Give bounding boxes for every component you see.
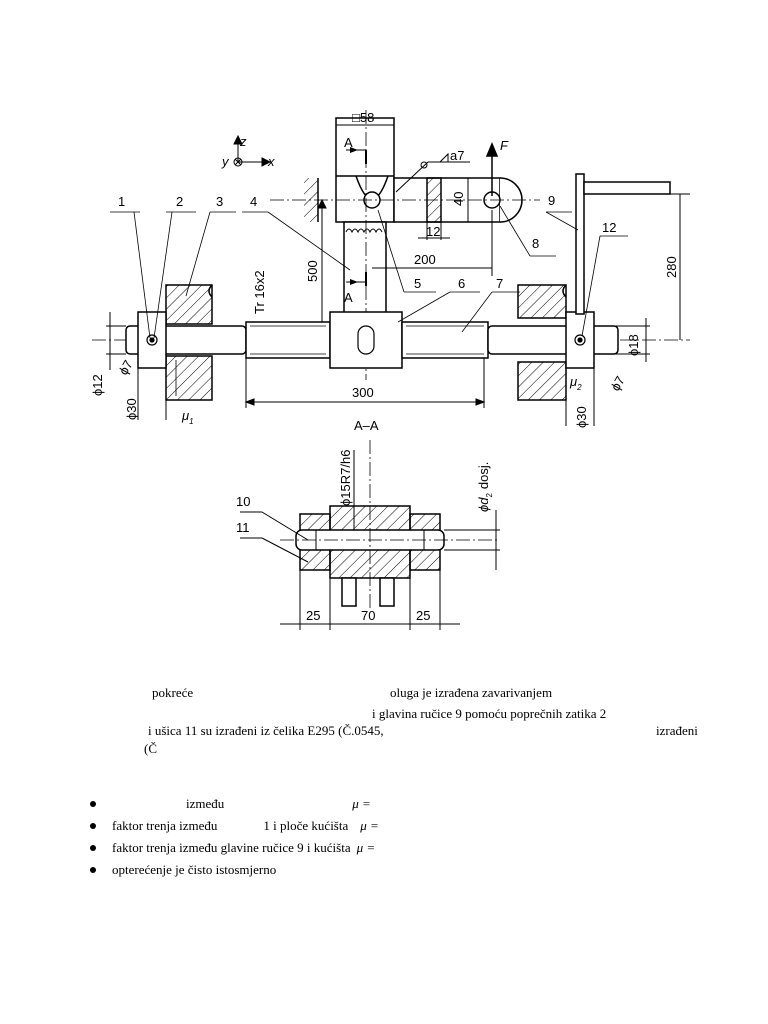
list-item: opterećenje je čisto istosmjerno: [90, 862, 379, 884]
section-label-bottom: A: [344, 290, 353, 305]
bullet-icon: [90, 867, 96, 873]
dim-phi7-left-label: ϕ7: [116, 357, 136, 377]
axis-y-label: y: [221, 154, 230, 169]
text-line1a: pokreće: [152, 685, 194, 700]
part-2-label: 2: [176, 194, 183, 209]
dim-phid2-label: ϕd2dosj.: [476, 462, 494, 512]
weld-marks: [345, 228, 383, 234]
part-7-label: 7: [496, 276, 503, 291]
dim-phi15-label: ϕ15R7/h6: [338, 450, 353, 506]
dim-280-label: 280: [664, 256, 679, 278]
thread-label: Tr 16x2: [252, 270, 267, 314]
dim-25-left-label: 25: [306, 608, 320, 623]
mu2-label: μ2: [569, 374, 582, 392]
dim-200: [372, 210, 493, 276]
dim-phi12-label: ϕ12: [90, 374, 105, 396]
main-shaft: [125, 311, 619, 369]
section-label-top: A: [344, 135, 353, 150]
axes-symbol: [233, 134, 272, 167]
mu1-label: μ1: [181, 408, 194, 426]
dim-phi18-label: ϕ18: [626, 334, 641, 356]
technical-drawing: z y x F A A: [90, 110, 690, 630]
part-9-label: 9: [548, 193, 555, 208]
axis-z-label: z: [239, 134, 247, 149]
dim-left-diameters: [106, 312, 167, 420]
dim-300: [244, 358, 486, 408]
part-12-label: 12: [602, 220, 616, 235]
part-3-label: 3: [216, 194, 223, 209]
leader-lines: [110, 205, 628, 396]
bullet-icon: [90, 823, 96, 829]
dim-18: [594, 318, 650, 362]
thread-lines: [250, 325, 484, 355]
section-title: A–A: [354, 418, 379, 433]
text-line3a: i ušica 11 su izrađeni iz čelika E295 (Č…: [148, 723, 384, 738]
dim-square58: [335, 118, 395, 128]
force-arrow: [485, 142, 499, 196]
dim-phi30-right-label: ϕ30: [574, 406, 589, 428]
dim-12: [418, 222, 450, 240]
section-dims: [240, 450, 500, 630]
dim-12-label: 12: [426, 224, 440, 239]
text-line2: i glavina ručice 9 pomoću poprečnih zati…: [372, 706, 607, 721]
dim-phi30-left-label: ϕ30: [124, 398, 139, 420]
dim-25-right-label: 25: [416, 608, 430, 623]
dim-300-label: 300: [352, 385, 374, 400]
dim-right-diameters: [565, 368, 595, 426]
dim-500-label: 500: [305, 260, 320, 282]
dim-70-label: 70: [361, 608, 375, 623]
crank-handle: [575, 173, 671, 315]
weld-symbol: [395, 152, 470, 193]
dim-200-label: 200: [414, 252, 436, 267]
part-10-label: 10: [236, 494, 250, 509]
part-5-label: 5: [414, 276, 421, 291]
bullet-icon: [90, 801, 96, 807]
part-11-label: 11: [236, 520, 250, 535]
text-line1b: oluga je izrađena zavarivanjem: [390, 685, 553, 700]
bullet-icon: [90, 845, 96, 851]
dim-phi7-right-label: ϕ7: [608, 373, 628, 393]
dim-40-label: 40: [451, 192, 466, 206]
housing-walls: [165, 284, 567, 401]
dim-square58-label: □58: [352, 110, 374, 125]
part-8-label: 8: [532, 236, 539, 251]
weld-label: a7: [450, 148, 464, 163]
part-6-label: 6: [458, 276, 465, 291]
axis-x-label: x: [267, 154, 275, 169]
section-centerlines: [280, 440, 500, 610]
pins: [146, 325, 586, 355]
part-4-label: 4: [250, 194, 257, 209]
dim-500: [317, 198, 327, 340]
part-1-label: 1: [118, 194, 125, 209]
text-line4: (Č: [144, 741, 157, 756]
force-label: F: [500, 138, 509, 153]
list-item: faktor trenja između glavine ručice 9 i …: [90, 840, 379, 862]
text-line3b: izrađeni: [656, 723, 698, 738]
dim-280: [670, 193, 690, 340]
